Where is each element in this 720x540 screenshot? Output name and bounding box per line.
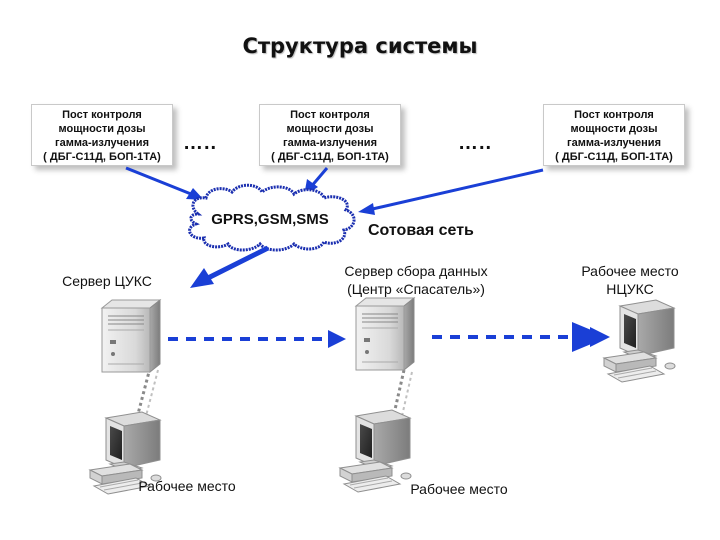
post-line: мощности дозы [286,123,374,135]
post-line: гамма-излучения [567,137,661,149]
label-line: (Центр «Спасатель») [347,281,485,297]
label-line: НЦУКС [606,281,654,297]
arrow-cloud-to-server [190,245,270,288]
cellular-network-label: Сотовая сеть [368,222,474,239]
server-tsuks-icon [101,299,161,373]
post-line: ( ДБГ-С11Д, БОП-1ТА) [43,151,161,163]
link-server-left-to-pc [136,367,159,417]
post-line: Пост контроля [62,109,142,121]
server-tsuks-label: Сервер ЦУКС [62,273,152,289]
label-line: Сервер сбора данных [344,263,488,279]
post-line: Пост контроля [574,109,654,121]
workstation-center-icon [339,409,412,493]
post-line: мощности дозы [58,123,146,135]
server-collector-icon [355,297,415,371]
gprs-cloud [188,183,356,252]
monitoring-post-left: Пост контроля мощности дозы гамма-излуче… [31,104,173,166]
link-server-center-to-pc [392,369,413,417]
arrow-server-to-collector [168,330,346,348]
ellipsis-left: ….. [183,132,218,154]
workplace-ntsuks-label: Рабочее место НЦУКС [570,262,690,298]
post-line: Пост контроля [290,109,370,121]
post-line: гамма-излучения [283,137,377,149]
monitoring-post-center: Пост контроля мощности дозы гамма-излуче… [259,104,401,166]
page-title: Структура системы [242,34,478,58]
post-line: мощности дозы [570,123,658,135]
arrow-collector-to-workplace [432,322,610,352]
post-line: ( ДБГ-С11Д, БОП-1ТА) [271,151,389,163]
ellipsis-right: ….. [458,132,493,154]
post-line: гамма-излучения [55,137,149,149]
arrow-post-left-to-cloud [125,166,204,200]
workplace-left-label: Рабочее место [138,478,236,494]
arrow-post-right-to-cloud [358,168,544,215]
label-line: Рабочее место [581,263,679,279]
cloud-label: GPRS,GSM,SMS [211,211,329,228]
workplace-center-label: Рабочее место [410,481,508,497]
server-collector-label: Сервер сбора данных (Центр «Спасатель») [326,262,506,298]
workstation-right-icon [603,299,676,383]
post-line: ( ДБГ-С11Д, БОП-1ТА) [555,151,673,163]
monitoring-post-right: Пост контроля мощности дозы гамма-излуче… [543,104,685,166]
